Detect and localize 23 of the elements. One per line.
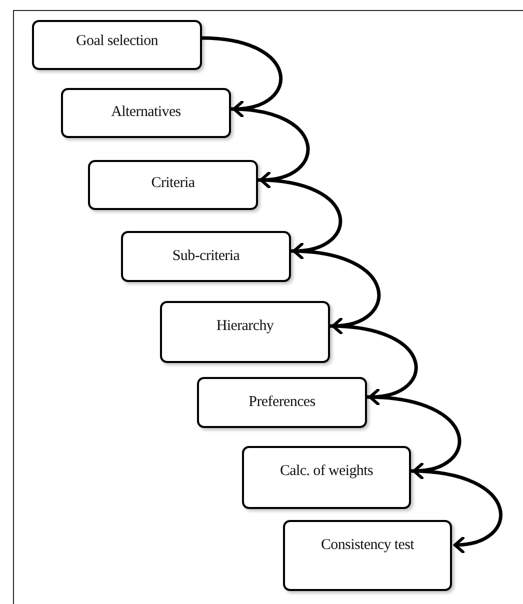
process-box	[283, 520, 452, 591]
process-box	[121, 231, 291, 282]
process-box	[197, 377, 367, 428]
curved-arrow	[410, 469, 502, 553]
box-label: Hierarchy	[216, 318, 274, 335]
box-label: Sub-criteria	[172, 248, 240, 265]
curved-arrow	[202, 36, 282, 117]
process-box	[61, 88, 231, 138]
process-box	[88, 160, 258, 210]
process-box	[242, 446, 411, 509]
curved-arrow	[290, 249, 381, 334]
box-label: Calc. of weights	[280, 463, 374, 480]
box-label: Alternatives	[111, 104, 181, 121]
process-box	[160, 301, 330, 363]
box-label: Preferences	[248, 394, 316, 411]
process-box	[32, 20, 202, 70]
curved-arrow	[330, 324, 418, 405]
box-label: Goal selection	[76, 33, 158, 50]
curved-arrow	[366, 395, 462, 479]
curved-arrow	[258, 178, 342, 259]
box-label: Consistency test	[320, 537, 414, 554]
curved-arrow	[230, 107, 310, 188]
box-label: Criteria	[151, 175, 195, 192]
